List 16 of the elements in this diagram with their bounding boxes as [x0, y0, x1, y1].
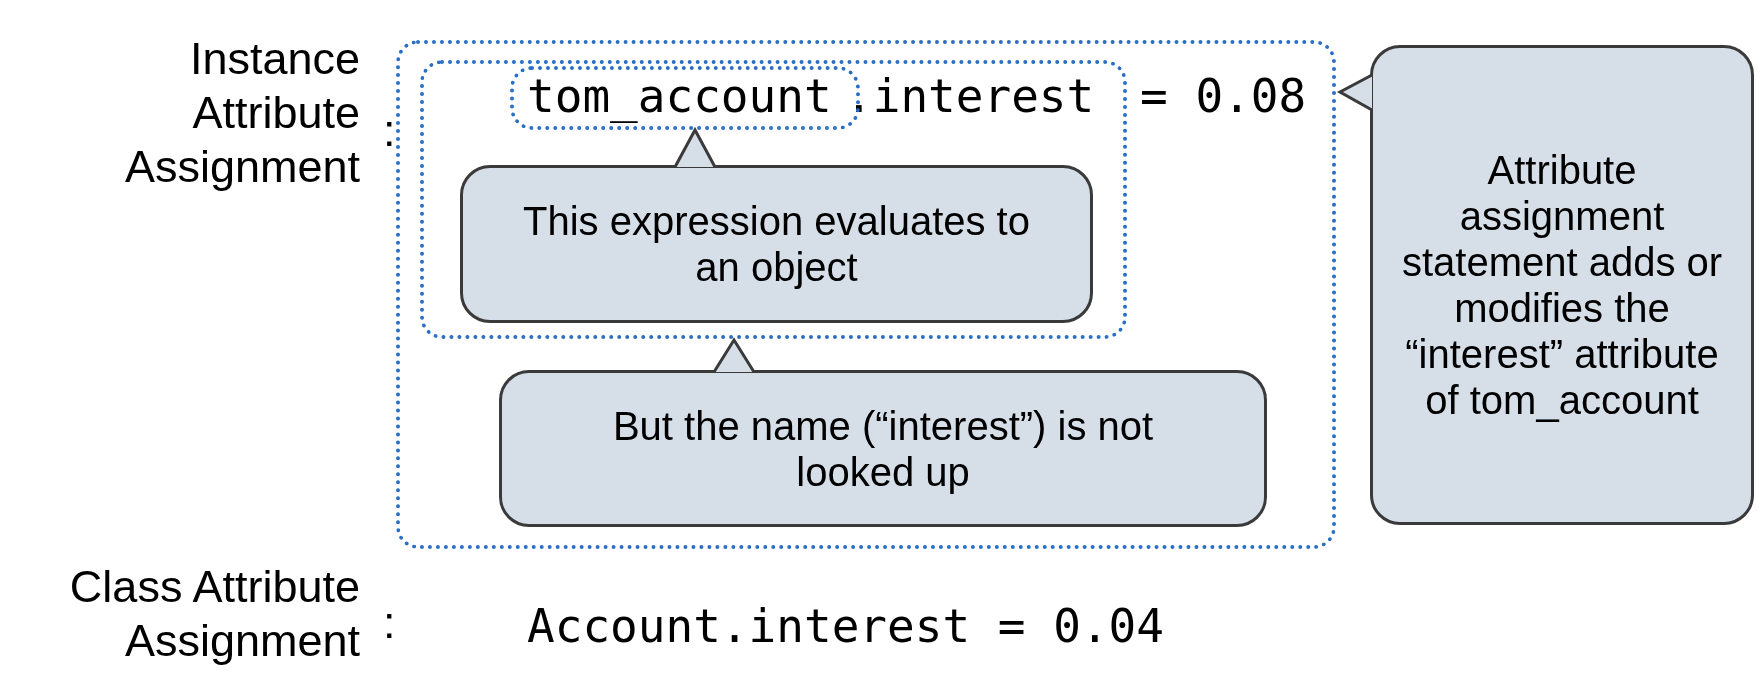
code-text: = 0.08	[1140, 70, 1307, 122]
speech-bubble: Attribute assignment statement adds or modifies the “interest” attribute of tom_account	[1370, 45, 1754, 525]
speech-bubble: But the name (“interest”) is not looked up	[499, 370, 1267, 527]
callout-pointer	[673, 126, 717, 169]
callout-pointer	[712, 337, 756, 374]
callout-pointer	[1336, 73, 1374, 112]
code-text: tom_account	[527, 70, 832, 122]
colon-text: :	[383, 104, 397, 158]
dotted-highlight-box	[420, 60, 1127, 339]
dotted-highlight-box	[396, 40, 1336, 549]
code-text: Account.interest = 0.04	[527, 600, 1165, 652]
code-text: .interest	[845, 70, 1095, 122]
row-label: Class Attribute Assignment	[68, 560, 360, 668]
row-label: Instance Attribute Assignment	[123, 32, 360, 194]
speech-bubble: This expression evaluates to an object	[460, 165, 1093, 323]
colon-text: :	[383, 596, 397, 650]
